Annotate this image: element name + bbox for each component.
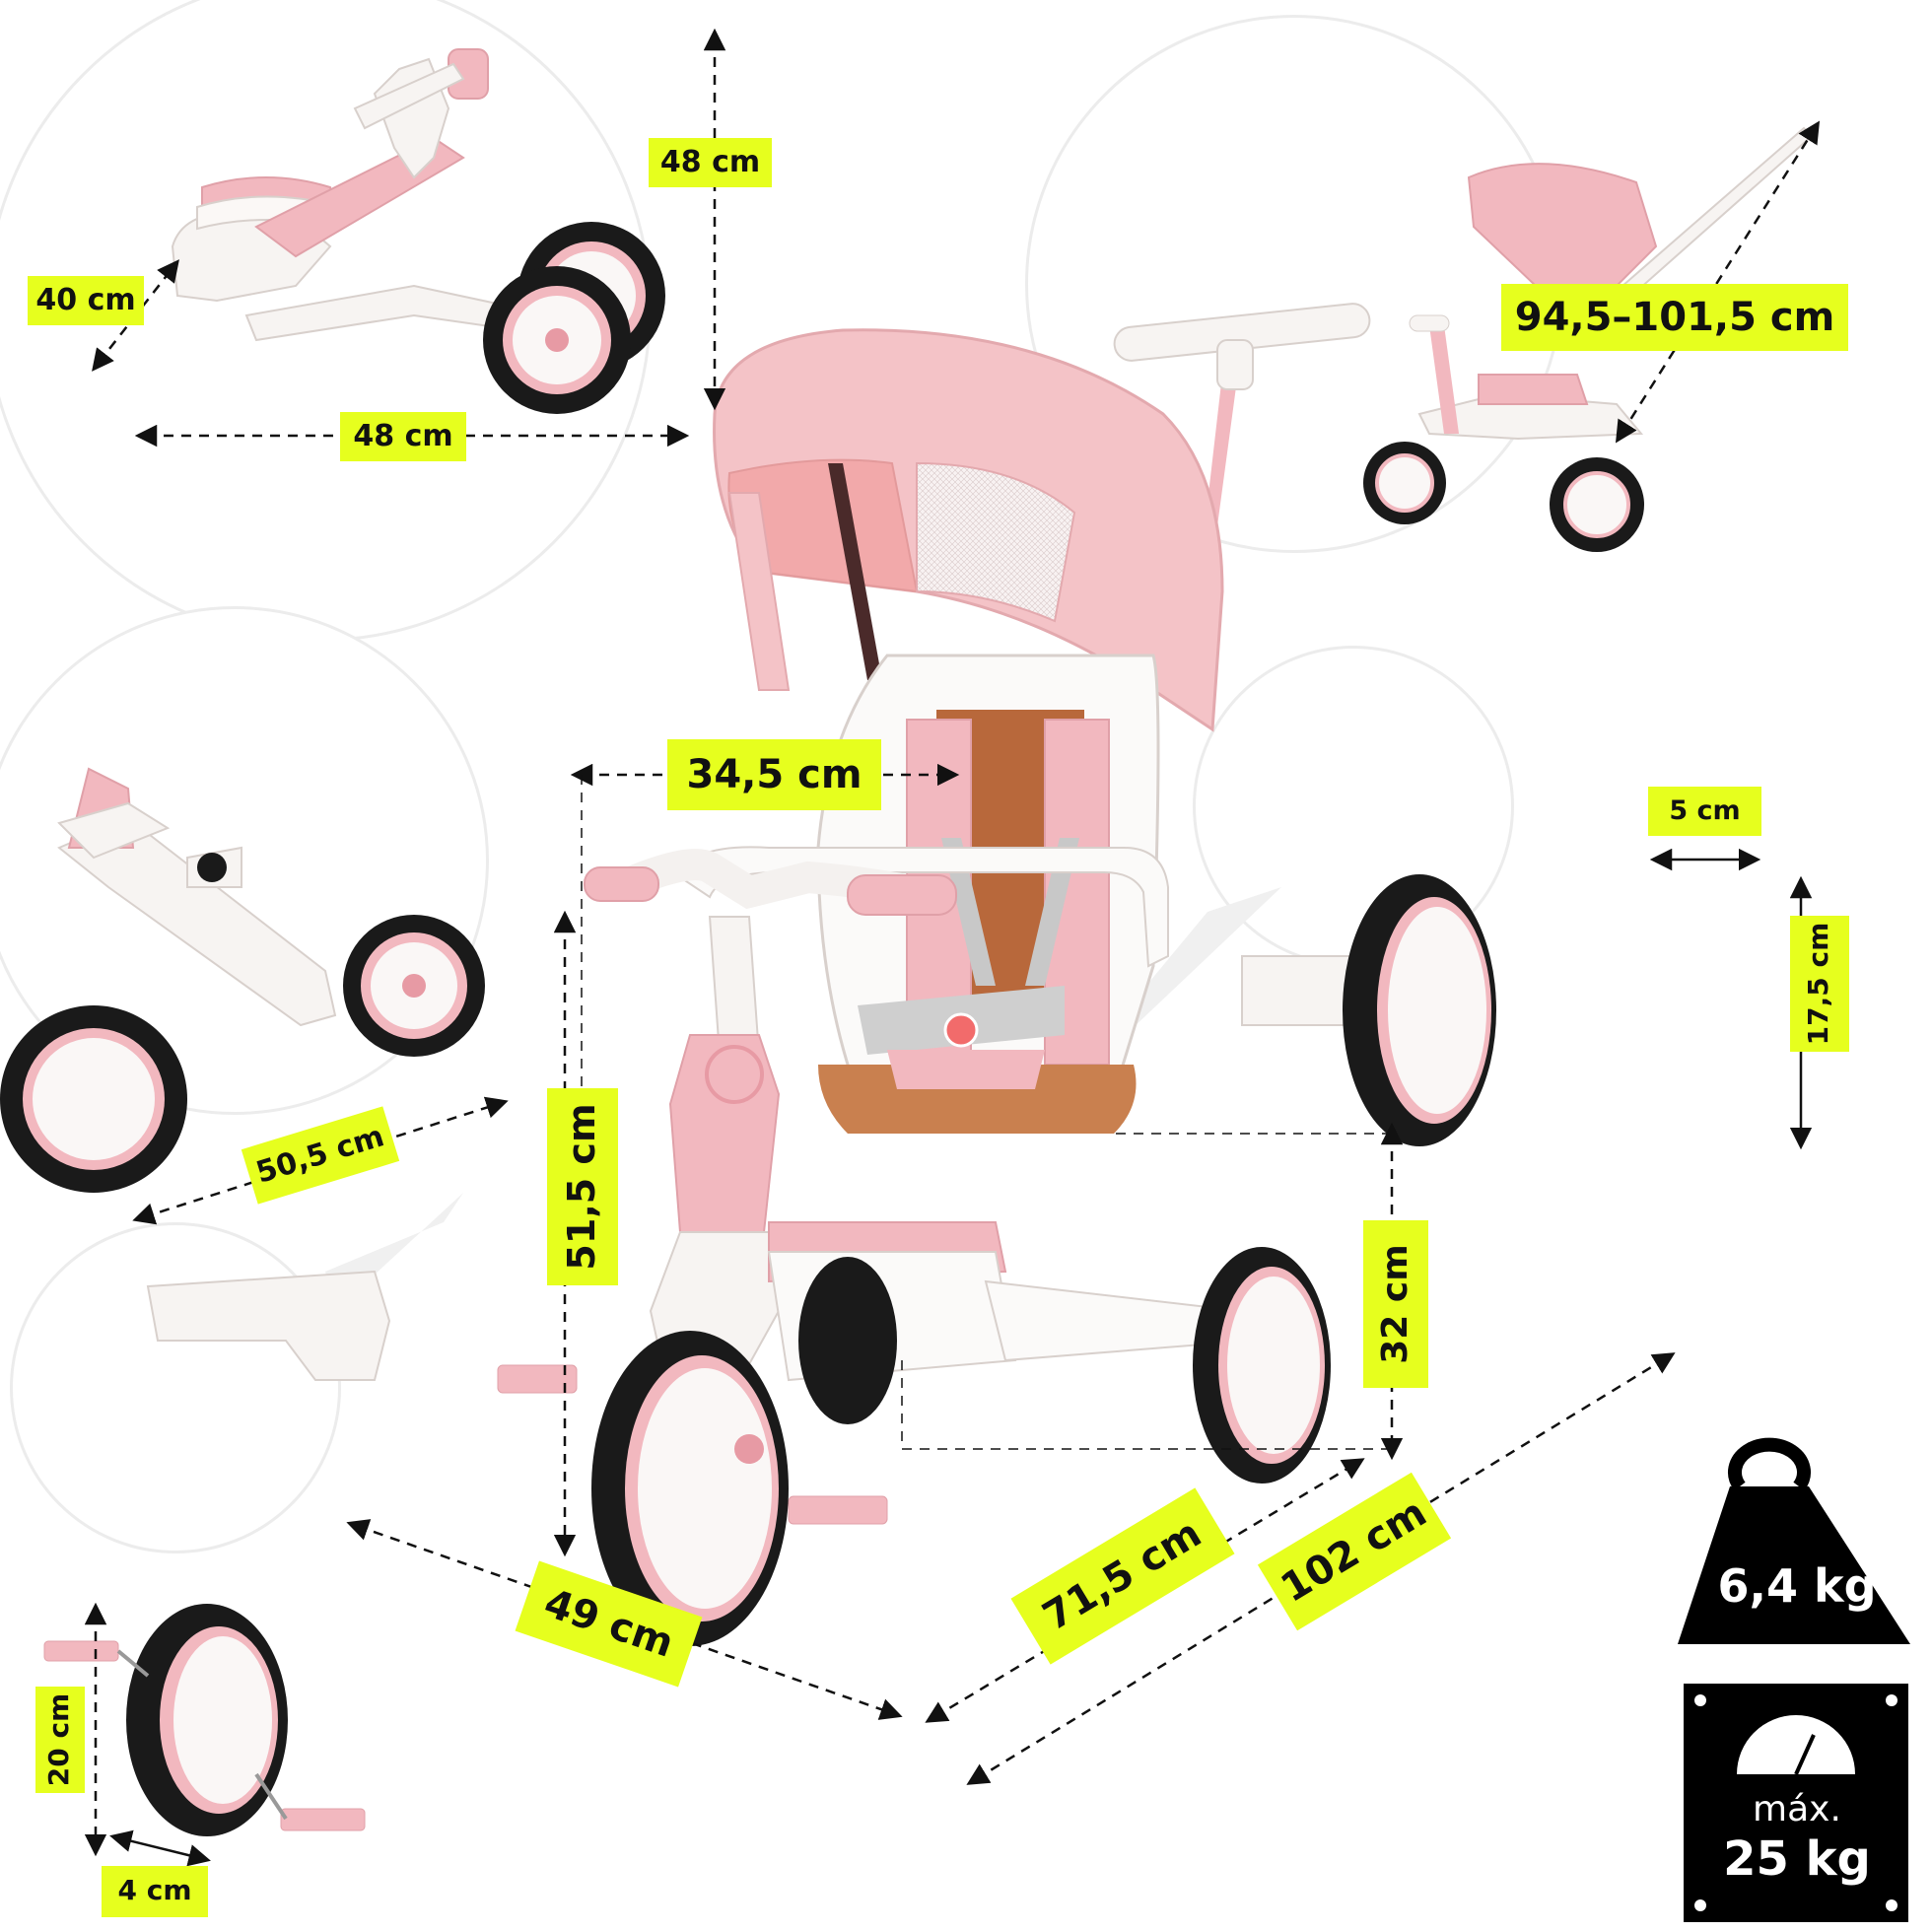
folded-length-label: 48 cm bbox=[340, 412, 466, 461]
pedal-width-label: 4 cm bbox=[102, 1866, 208, 1917]
balance-bike-image bbox=[0, 767, 485, 1193]
weight-value: 6,4 kg bbox=[1717, 1559, 1877, 1613]
wheel-width-label: 5 cm bbox=[1648, 787, 1761, 836]
gauge-icon bbox=[1684, 1684, 1908, 1922]
wheel-diameter-label: 17,5 cm bbox=[1790, 916, 1849, 1052]
handle-height-label: 94,5–101,5 cm bbox=[1501, 284, 1848, 351]
pedal-height-label: 20 cm bbox=[35, 1687, 85, 1793]
max-load-caption: máx. bbox=[1753, 1789, 1841, 1829]
pedal-detail-image bbox=[43, 1270, 391, 1836]
seat-height-label: 32 cm bbox=[1363, 1220, 1428, 1388]
wheel-detail-image bbox=[1241, 874, 1496, 1146]
handlebar-height-label: 51,5 cm bbox=[547, 1088, 618, 1285]
folded-trike-image bbox=[171, 48, 665, 414]
main-trike-image bbox=[497, 303, 1371, 1646]
weight-icon bbox=[1678, 1437, 1910, 1644]
folded-height-label: 48 cm bbox=[649, 138, 772, 187]
folded-depth-label: 40 cm bbox=[28, 276, 144, 325]
max-load-value: 25 kg bbox=[1723, 1831, 1871, 1887]
seat-width-label: 34,5 cm bbox=[667, 739, 881, 810]
